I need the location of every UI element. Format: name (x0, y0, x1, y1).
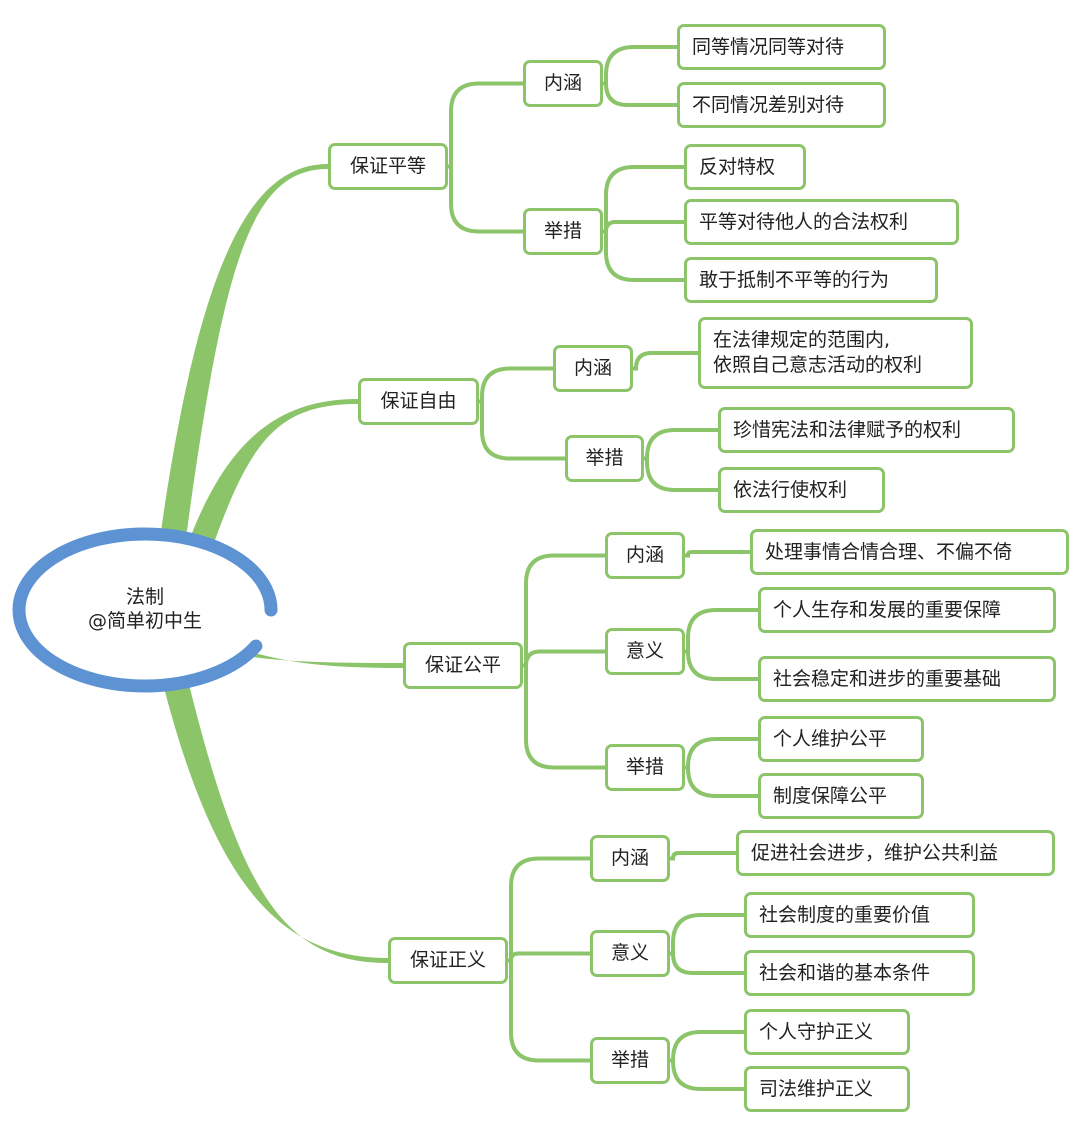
connector-line (670, 1058, 744, 1091)
leaf-item[interactable]: 不同情况差别对待 (677, 82, 886, 128)
connector-line (685, 737, 758, 770)
main-branch-line (182, 399, 358, 560)
connector-line (603, 229, 684, 282)
connector-line (633, 351, 698, 371)
main-branch-line (157, 164, 328, 560)
branch-freedom[interactable]: 保证自由 (358, 378, 479, 425)
topic-significance[interactable]: 意义 (605, 628, 685, 675)
topic-meaning[interactable]: 内涵 (523, 60, 603, 107)
connector-line (685, 649, 758, 681)
topic-meaning[interactable]: 内涵 (553, 345, 633, 392)
leaf-item[interactable]: 在法律规定的范围内, 依照自己意志活动的权利 (698, 317, 973, 389)
branch-equality[interactable]: 保证平等 (328, 143, 448, 190)
connector-line (685, 608, 758, 654)
leaf-item[interactable]: 同等情况同等对待 (677, 24, 886, 70)
leaf-item[interactable]: 珍惜宪法和法律赋予的权利 (718, 407, 1015, 453)
connector-line (603, 220, 684, 234)
topic-meaning[interactable]: 内涵 (605, 532, 685, 579)
connector-line (479, 366, 553, 404)
leaf-item[interactable]: 司法维护正义 (744, 1066, 910, 1112)
connector-line (670, 951, 744, 975)
topic-measures[interactable]: 举措 (590, 1037, 670, 1084)
topic-measures[interactable]: 举措 (565, 435, 644, 482)
topic-meaning[interactable]: 内涵 (590, 835, 670, 882)
connector-line (685, 550, 750, 558)
main-branch-line (157, 660, 388, 963)
leaf-item[interactable]: 处理事情合情合理、不偏不倚 (750, 529, 1069, 575)
leaf-item[interactable]: 依法行使权利 (718, 467, 885, 513)
connector-line (644, 428, 718, 461)
root-title: 法制 (125, 586, 164, 608)
connector-line (603, 165, 684, 234)
leaf-item[interactable]: 个人维护公平 (758, 716, 924, 762)
root-ring (12, 527, 278, 693)
leaf-item[interactable]: 反对特权 (684, 144, 806, 190)
leaf-item[interactable]: 社会制度的重要价值 (744, 892, 975, 938)
connector-line (508, 951, 590, 963)
topic-measures[interactable]: 举措 (605, 744, 685, 791)
root-subtitle: @简单初中生 (87, 610, 202, 632)
connector-line (448, 164, 523, 234)
topic-measures[interactable]: 举措 (523, 208, 603, 255)
connector-line (448, 81, 523, 169)
connector-line (479, 399, 565, 461)
branch-fairness[interactable]: 保证公平 (403, 642, 523, 689)
connector-line (644, 456, 718, 492)
connector-line (670, 851, 736, 861)
leaf-item[interactable]: 平等对待他人的合法权利 (684, 199, 959, 245)
leaf-item[interactable]: 社会稳定和进步的重要基础 (758, 656, 1056, 702)
connector-line (523, 663, 605, 770)
leaf-item[interactable]: 个人生存和发展的重要保障 (758, 587, 1056, 633)
leaf-item[interactable]: 促进社会进步，维护公共利益 (736, 830, 1055, 876)
leaf-item[interactable]: 社会和谐的基本条件 (744, 950, 975, 996)
connector-line (523, 553, 605, 668)
leaf-item[interactable]: 敢于抵制不平等的行为 (684, 257, 938, 303)
branch-justice[interactable]: 保证正义 (388, 937, 508, 984)
connector-line (670, 1030, 744, 1063)
leaf-item[interactable]: 制度保障公平 (758, 773, 924, 819)
connector-line (508, 958, 590, 1063)
connector-line (523, 649, 605, 668)
connector-line (670, 913, 744, 956)
connector-line (685, 765, 758, 798)
connector-line (508, 856, 590, 963)
main-branch-line (217, 650, 403, 668)
connector-line (603, 81, 677, 107)
topic-significance[interactable]: 意义 (590, 930, 670, 977)
root-node[interactable]: 法制 @简单初中生 (40, 585, 250, 633)
connector-line (603, 45, 677, 86)
leaf-item[interactable]: 个人守护正义 (744, 1009, 910, 1055)
